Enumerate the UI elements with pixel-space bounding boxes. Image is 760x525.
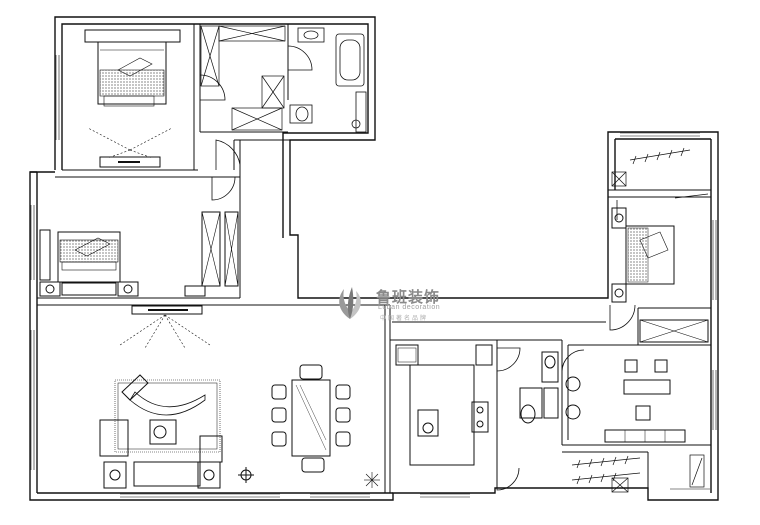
living-room xyxy=(99,305,254,489)
kitchen xyxy=(395,344,493,466)
bathroom-2 xyxy=(519,351,559,424)
balcony-south xyxy=(571,454,705,493)
brand-watermark: 鲁班装饰 Luban decoration 中国著名品牌 xyxy=(330,283,470,325)
master-bath xyxy=(289,27,367,133)
bedroom-1 xyxy=(84,29,181,168)
brand-name-cn: 鲁班装饰 xyxy=(376,288,441,306)
bedroom-2 xyxy=(39,211,239,297)
balcony-north xyxy=(611,147,709,199)
brand-tagline: 中国著名品牌 xyxy=(380,315,429,322)
study xyxy=(565,359,686,443)
outer-walls xyxy=(29,16,719,501)
brand-name-en: Luban decoration xyxy=(378,304,441,311)
closet xyxy=(200,25,286,131)
brand-logo-icon xyxy=(339,287,361,319)
bedroom-3 xyxy=(611,207,709,343)
dining-area xyxy=(271,364,380,488)
windows xyxy=(30,55,717,498)
interior-walls xyxy=(37,24,711,493)
